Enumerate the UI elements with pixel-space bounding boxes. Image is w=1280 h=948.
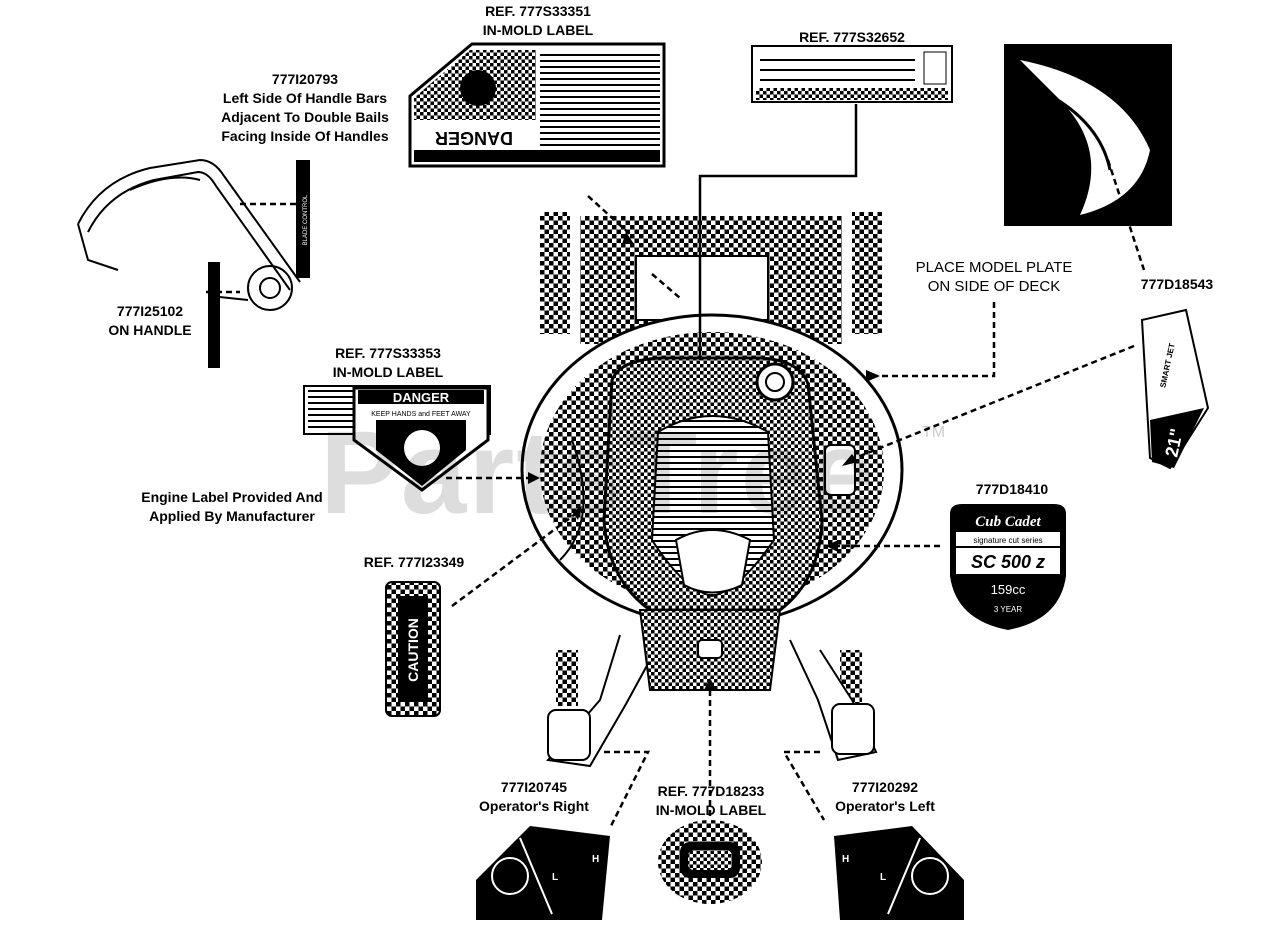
speed-high-right: H [592, 854, 599, 865]
label-777s33353 [303, 385, 491, 492]
speed-low-left: L [880, 872, 886, 883]
rear-bumper-left [540, 212, 570, 334]
callout-777s33351: REF. 777S33351 IN-MOLD LABEL [458, 2, 618, 40]
label-777i23349 [385, 581, 441, 717]
callout-777s33353-note: IN-MOLD LABEL [332, 364, 444, 380]
callout-777s32652: REF. 777S32652 [782, 28, 922, 47]
label-777d18410 [950, 504, 1066, 630]
engine-cover-front [674, 529, 752, 594]
label-21-deck [1140, 308, 1210, 470]
callout-model-plate-line2: ON SIDE OF DECK [927, 278, 1061, 295]
leader-777i23349 [451, 510, 579, 608]
callout-777d18233-ref: REF. 777D18233 [657, 783, 765, 799]
label-warranty: 3 YEAR [994, 605, 1023, 614]
handle-assembly [77, 158, 301, 311]
blade-control-decal [296, 160, 310, 278]
callout-777d18233-note: IN-MOLD LABEL [655, 802, 767, 818]
mower-body [520, 212, 904, 768]
callout-777s33351-ref: REF. 777S33351 [485, 3, 591, 19]
callout-777i23349: REF. 777I23349 [342, 553, 486, 572]
speed-high-left: H [842, 854, 849, 865]
callout-777i20745-loc: Operator's Right [479, 798, 589, 814]
callout-777d18543: 777D18543 [1122, 275, 1232, 294]
callout-777i20292: 777I20292 Operator's Left [820, 778, 950, 816]
callout-777i25102-loc: ON HANDLE [108, 322, 192, 338]
label-777s33351 [408, 42, 666, 168]
label-model: SC 500 z [971, 552, 1045, 572]
callout-engine-label: Engine Label Provided And Applied By Man… [112, 488, 352, 526]
callout-777i20793-loc1: Left Side Of Handle Bars [222, 90, 388, 106]
leader-lines [206, 104, 1146, 829]
partstree-watermark: PartsTree [320, 407, 876, 539]
engine-side-slot [824, 444, 856, 496]
callout-777i20745: 777I20745 Operator's Right [464, 778, 604, 816]
callout-777s33353: REF. 777S33353 IN-MOLD LABEL [318, 344, 458, 382]
blade-control-text-a: BLADE CONTROL [303, 194, 309, 245]
label-brand: Cub Cadet [975, 514, 1041, 530]
on-handle-decal [208, 262, 220, 368]
label-777s33351-danger: DANGER [435, 128, 513, 148]
leader-777d18543 [849, 344, 1135, 462]
callout-777s32652-ref: REF. 777S32652 [799, 29, 905, 45]
callout-777d18233: REF. 777D18233 IN-MOLD LABEL [638, 782, 784, 820]
front-wheel-left [556, 650, 578, 706]
callout-777i25102: 777I25102 ON HANDLE [88, 302, 212, 340]
rear-bumper-right [852, 212, 882, 334]
throttle-cable [559, 439, 585, 561]
handle-pad-left [547, 709, 591, 761]
deck-photo-decal [1004, 44, 1172, 226]
callout-777i20292-loc: Operator's Left [835, 798, 935, 814]
label-777i23349-caution: CAUTION [405, 618, 421, 682]
handle-pad-right [831, 703, 875, 755]
fuel-cap-inner [765, 372, 785, 392]
callout-engine-label-line2: Applied By Manufacturer [149, 508, 315, 524]
callout-777i23349-ref: REF. 777I23349 [363, 554, 465, 570]
callout-777i20793-loc2: Adjacent To Double Bails [221, 109, 389, 125]
rear-label-window [635, 255, 769, 321]
callout-777i20793-loc3: Facing Inside Of Handles [221, 128, 389, 144]
watermark-trademark: TM [922, 424, 946, 441]
leader-777i20745 [604, 750, 651, 829]
label-777s32652 [751, 45, 953, 103]
front-plate [697, 639, 723, 659]
label-777s33353-keep-away: KEEP HANDS and FEET AWAY [371, 411, 471, 418]
callout-777i20292-part: 777I20292 [851, 779, 919, 795]
leader-777s32652 [698, 104, 858, 360]
callout-777i20793: 777I20793 Left Side Of Handle Bars Adjac… [200, 70, 410, 146]
callout-777i25102-part: 777I25102 [116, 303, 184, 319]
label-777s33353-danger: DANGER [393, 390, 450, 405]
callout-777i20745-part: 777I20745 [500, 779, 568, 795]
label-777i20745 [476, 826, 610, 920]
callout-model-plate: PLACE MODEL PLATE ON SIDE OF DECK [896, 258, 1092, 296]
label-series: signature cut series [973, 536, 1042, 545]
leader-rear-window [651, 273, 681, 299]
leader-777i20292 [781, 750, 826, 821]
label-cc: 159cc [991, 582, 1026, 597]
callout-model-plate-line1: PLACE MODEL PLATE [915, 259, 1073, 276]
callout-777s33351-note: IN-MOLD LABEL [482, 22, 594, 38]
callout-777s33353-ref: REF. 777S33353 [335, 345, 441, 361]
callout-engine-label-line1: Engine Label Provided And [141, 489, 323, 505]
label-777d18233 [658, 820, 762, 904]
callout-777d18543-part: 777D18543 [1140, 276, 1214, 292]
leader-arrows [528, 232, 880, 690]
callout-777d18410: 777D18410 [958, 480, 1066, 499]
label-777i20292 [834, 826, 964, 920]
callout-777d18410-part: 777D18410 [975, 481, 1049, 497]
speed-low-right: L [552, 872, 558, 883]
callout-777i20793-part: 777I20793 [271, 71, 339, 87]
leader-model-plate [874, 302, 996, 378]
